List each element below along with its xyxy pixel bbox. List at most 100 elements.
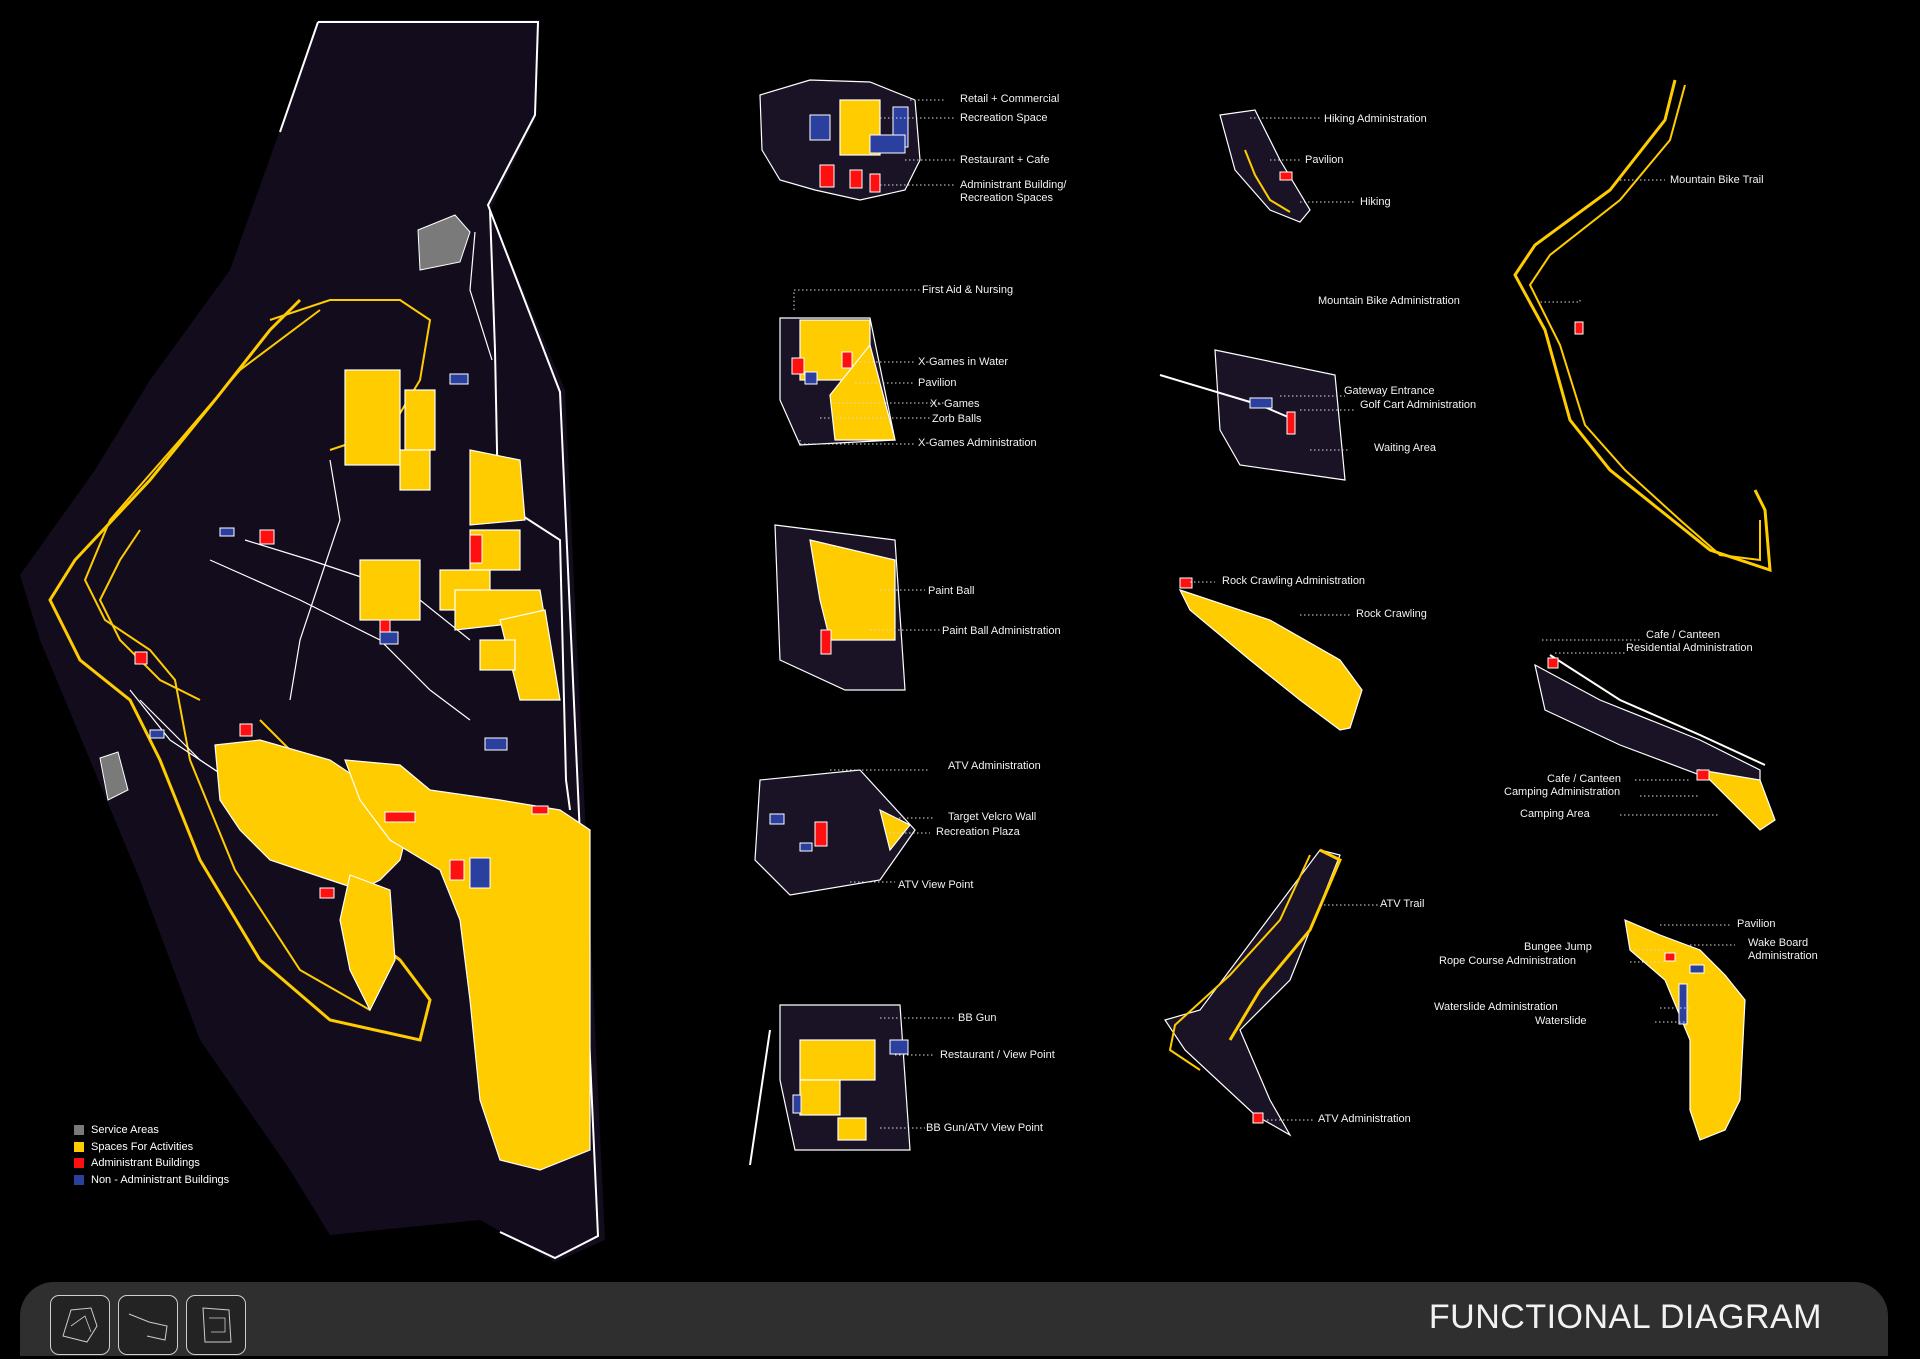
gateway-diagram <box>1159 349 1355 481</box>
label-mountain-bike-trail: Mountain Bike Trail <box>1670 174 1764 186</box>
gateway-thumbnail[interactable] <box>118 1295 178 1355</box>
label-waterslide-admin: Waterslide Administration <box>1434 1001 1558 1013</box>
activity-block <box>404 389 436 451</box>
non-admin-building <box>219 527 235 537</box>
non-admin-building <box>469 857 491 889</box>
bbgun-thumbnail-icon <box>202 1307 232 1343</box>
legend-swatch-non-admin <box>74 1174 84 1185</box>
legend-swatch-admin <box>74 1158 84 1169</box>
hiking-diagram <box>1219 109 1355 223</box>
legend: Service Areas Spaces For Activities Admi… <box>74 1122 229 1188</box>
label-bbgun-atv-view: BB Gun/ATV View Point <box>926 1122 1043 1134</box>
label-waiting-area: Waiting Area <box>1374 442 1436 454</box>
label-target-velcro: Target Velcro Wall <box>948 811 1037 823</box>
paintball-diagram <box>774 524 940 691</box>
label-wake-board-admin: Administration <box>1748 950 1818 962</box>
legend-label-activity: Spaces For Activities <box>91 1140 194 1153</box>
label-camping-admin: Camping Administration <box>1504 786 1621 798</box>
legend-label-service: Service Areas <box>91 1124 159 1137</box>
label-restaurant-view-point: Restaurant / View Point <box>940 1049 1055 1061</box>
bike-diagram <box>1513 79 1772 573</box>
xgames-diagram <box>779 289 945 446</box>
water-diagram <box>1624 919 1746 1141</box>
label-xgames-admin: X-Games Administration <box>918 437 1037 449</box>
gateway-thumbnail-icon <box>128 1313 168 1341</box>
non-admin-building <box>149 729 165 739</box>
atv-diagram <box>754 769 935 896</box>
non-admin-building <box>484 737 508 751</box>
activity-block <box>479 639 516 671</box>
legend-label-non-admin: Non - Administrant Buildings <box>91 1173 230 1186</box>
label-residential-admin: Residential Administration <box>1626 642 1753 654</box>
admin-building <box>134 651 148 665</box>
label-waterslide: Waterslide <box>1535 1015 1587 1027</box>
label-xgames: X- Games <box>930 398 980 410</box>
activity-block <box>359 559 421 621</box>
main-site-map <box>20 20 605 1262</box>
admin-building <box>469 534 483 564</box>
label-hiking-admin: Hiking Administration <box>1324 113 1427 125</box>
activity-block <box>399 449 431 491</box>
admin-building <box>384 811 416 823</box>
label-recreation-spaces: Recreation Spaces <box>960 192 1053 204</box>
label-atv-admin: ATV Administration <box>948 760 1041 772</box>
label-rock-admin: Rock Crawling Administration <box>1222 575 1366 587</box>
admin-building <box>319 887 335 899</box>
label-rock-crawling: Rock Crawling <box>1356 608 1427 620</box>
bbgun-thumbnail[interactable] <box>186 1295 246 1355</box>
map-thumbnail[interactable] <box>50 1295 110 1355</box>
label-paint-ball-admin: Paint Ball Administration <box>942 625 1061 637</box>
activity-block <box>344 369 401 466</box>
label-golf-cart-admin: Golf Cart Administration <box>1360 399 1477 411</box>
atvtrail-diagram <box>1164 848 1380 1137</box>
label-hiking: Hiking <box>1360 196 1391 208</box>
label-xgames-water: X-Games in Water <box>918 356 1009 368</box>
admin-building <box>239 723 253 737</box>
label-pavilion-xgames: Pavilion <box>918 377 957 389</box>
camping-diagram <box>1534 639 1776 831</box>
legend-item-admin: Administrant Buildings <box>74 1155 229 1172</box>
label-retail: Retail + Commercial <box>960 93 1060 105</box>
rock-diagram <box>1178 577 1363 731</box>
non-admin-building <box>379 631 399 645</box>
activity-block <box>499 609 561 701</box>
label-atv-admin-trail: ATV Administration <box>1318 1113 1411 1125</box>
label-atv-view-point: ATV View Point <box>898 879 974 891</box>
label-pavilion-hiking: Pavilion <box>1305 154 1344 166</box>
label-wake-board: Wake Board <box>1748 937 1809 949</box>
label-camping-area: Camping Area <box>1520 808 1590 820</box>
label-bungee-jump: Bungee Jump <box>1524 941 1592 953</box>
admin-building <box>259 529 275 545</box>
legend-label-admin: Administrant Buildings <box>91 1157 200 1170</box>
label-recreation-plaza: Recreation Plaza <box>936 826 1020 838</box>
page-title: FUNCTIONAL DIAGRAM <box>1428 1298 1822 1336</box>
label-pavilion-water: Pavilion <box>1737 918 1776 930</box>
label-cafe-canteen-2: Cafe / Canteen <box>1547 773 1621 785</box>
service-area-west <box>99 751 129 801</box>
label-zorb-balls: Zorb Balls <box>932 413 982 425</box>
legend-item-service: Service Areas <box>74 1122 229 1139</box>
legend-item-non-admin: Non - Administrant Buildings <box>74 1172 229 1189</box>
label-bb-gun: BB Gun <box>958 1012 997 1024</box>
bbgun-diagram <box>749 1004 955 1166</box>
legend-item-activity: Spaces For Activities <box>74 1139 229 1156</box>
label-cafe-canteen-1: Cafe / Canteen <box>1646 629 1720 641</box>
legend-swatch-service <box>74 1125 84 1136</box>
label-administrant-building: Administrant Building/ <box>960 179 1067 191</box>
non-admin-building <box>449 373 469 385</box>
legend-swatch-activity <box>74 1141 84 1152</box>
label-paint-ball: Paint Ball <box>928 585 975 597</box>
footer-bar: FUNCTIONAL DIAGRAM <box>20 1282 1888 1356</box>
label-atv-trail: ATV Trail <box>1380 898 1425 910</box>
activity-block <box>469 449 526 526</box>
label-gateway-entrance: Gateway Entrance <box>1344 385 1435 397</box>
label-first-aid: First Aid & Nursing <box>922 284 1014 296</box>
map-thumbnail-icon <box>62 1307 98 1343</box>
activity-area-southeast <box>344 759 591 1171</box>
retail-diagram <box>759 79 955 201</box>
admin-building <box>449 859 465 881</box>
label-mountain-bike-admin: Mountain Bike Administration <box>1318 295 1460 307</box>
label-rope-course-admin: Rope Course Administration <box>1439 955 1576 967</box>
activity-area-hook <box>339 874 396 1012</box>
